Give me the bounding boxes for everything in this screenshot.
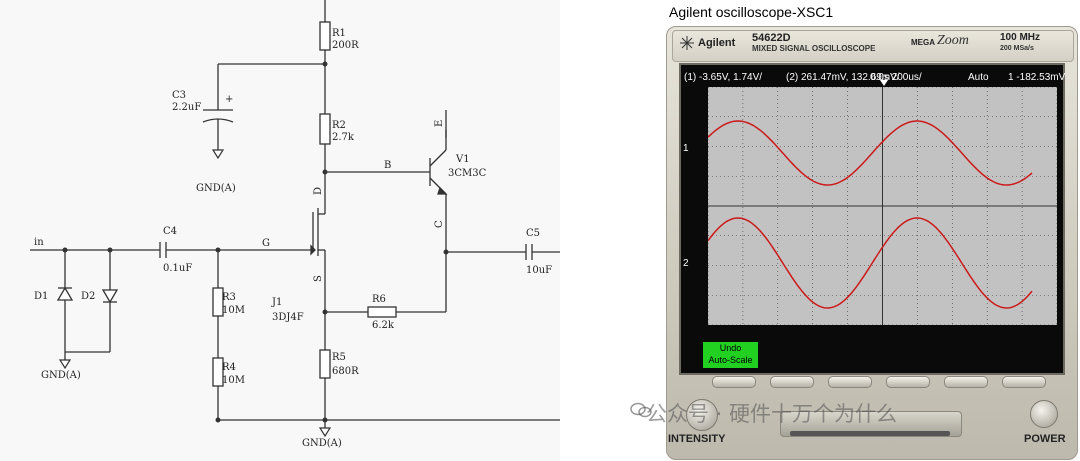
- mega-label: MEGA: [911, 38, 935, 47]
- bandwidth-label: 100 MHz: [1000, 32, 1041, 43]
- j1-ref: J1: [271, 297, 282, 308]
- r4-ref: R4: [222, 362, 236, 373]
- r5-value: 680R: [332, 366, 359, 377]
- trigger-mode: Auto: [968, 72, 989, 83]
- r5-ref: R5: [332, 352, 346, 363]
- softkey-line1: Undo: [719, 343, 742, 353]
- trigger-level: 1 -182.53mV: [1008, 72, 1066, 83]
- circuit-schematic: in G B R1 200R C3 2.2uF + R2 2.7k V1 3CM…: [30, 0, 560, 449]
- node-c-label: C: [434, 220, 445, 228]
- power-button[interactable]: [1030, 400, 1058, 428]
- v1-ref: V1: [455, 154, 470, 165]
- node-b-label: B: [384, 160, 391, 171]
- timebase-status: 0.0s 200us/: [870, 72, 922, 83]
- r6-ref: R6: [372, 294, 386, 305]
- c3-polarity: +: [225, 94, 233, 105]
- waveform-display: [708, 87, 1057, 325]
- r3-ref: R3: [222, 292, 236, 303]
- power-label: POWER: [1024, 433, 1066, 445]
- gnd-label-c3: GND(A): [196, 183, 236, 194]
- model-label: 54622D: [752, 32, 791, 44]
- window-title: Agilent oscilloscope-XSC1: [669, 4, 834, 20]
- c3-ref: C3: [172, 90, 186, 101]
- brand-label: Agilent: [698, 37, 736, 49]
- c3-value: 2.2uF: [172, 102, 201, 113]
- r6-value: 6.2k: [372, 320, 395, 331]
- node-s-label: S: [313, 275, 324, 282]
- d1-ref: D1: [34, 291, 48, 302]
- softkey-button-6[interactable]: [1002, 376, 1046, 388]
- softkey-button-2[interactable]: [770, 376, 814, 388]
- d2-ref: D2: [81, 291, 95, 302]
- v1-value: 3CM3C: [448, 168, 487, 179]
- node-d-label: D: [313, 187, 324, 195]
- softkey-line2: Auto-Scale: [708, 355, 753, 365]
- softkey-button-1[interactable]: [712, 376, 756, 388]
- r2-ref: R2: [332, 120, 346, 131]
- watermark: 公众号 · 硬件十万个为什么: [646, 402, 898, 426]
- c5-value: 10uF: [526, 265, 552, 276]
- sample-rate-label: 200 MSa/s: [1000, 45, 1034, 52]
- gnd-label-diodes: GND(A): [41, 370, 81, 381]
- graticule: [708, 87, 1057, 325]
- ch2-marker: 2: [683, 258, 689, 269]
- ch1-waveform: [708, 120, 1033, 186]
- scope-header: [672, 30, 1074, 62]
- r1-value: 200R: [332, 40, 359, 51]
- ch2-waveform: [708, 217, 1033, 309]
- ch2-status: (2) 261.47mV, 132.69mV/: [786, 72, 900, 83]
- zoom-label: Zoom: [937, 33, 969, 48]
- wechat-icon: [630, 402, 652, 418]
- trigger-position-icon: [880, 80, 888, 86]
- softkey-button-4[interactable]: [886, 376, 930, 388]
- softkey-button-5[interactable]: [944, 376, 988, 388]
- c4-ref: C4: [163, 226, 177, 237]
- node-g-label: G: [262, 238, 270, 249]
- softkey-button-3[interactable]: [828, 376, 872, 388]
- ch1-status: (1) -3.65V, 1.74V/: [684, 72, 763, 83]
- r2-value: 2.7k: [332, 132, 355, 143]
- sunburst-logo-icon: [680, 36, 694, 50]
- intensity-knob[interactable]: [686, 399, 718, 431]
- r3-value: 10M: [222, 305, 245, 316]
- j1-value: 3DJ4F: [272, 312, 304, 323]
- gnd-label-main: GND(A): [302, 438, 342, 449]
- floppy-slot: [790, 431, 950, 436]
- c4-value: 0.1uF: [163, 263, 192, 274]
- model-description: MIXED SIGNAL OSCILLOSCOPE: [752, 44, 876, 53]
- r1-ref: R1: [332, 28, 346, 39]
- intensity-label: INTENSITY: [668, 433, 726, 445]
- input-label: in: [34, 237, 44, 248]
- undo-autoscale-softkey[interactable]: Undo Auto-Scale: [703, 342, 758, 368]
- ch1-marker: 1: [683, 143, 689, 154]
- c5-ref: C5: [526, 228, 540, 239]
- node-e-label: E: [434, 120, 445, 127]
- r4-value: 10M: [222, 375, 245, 386]
